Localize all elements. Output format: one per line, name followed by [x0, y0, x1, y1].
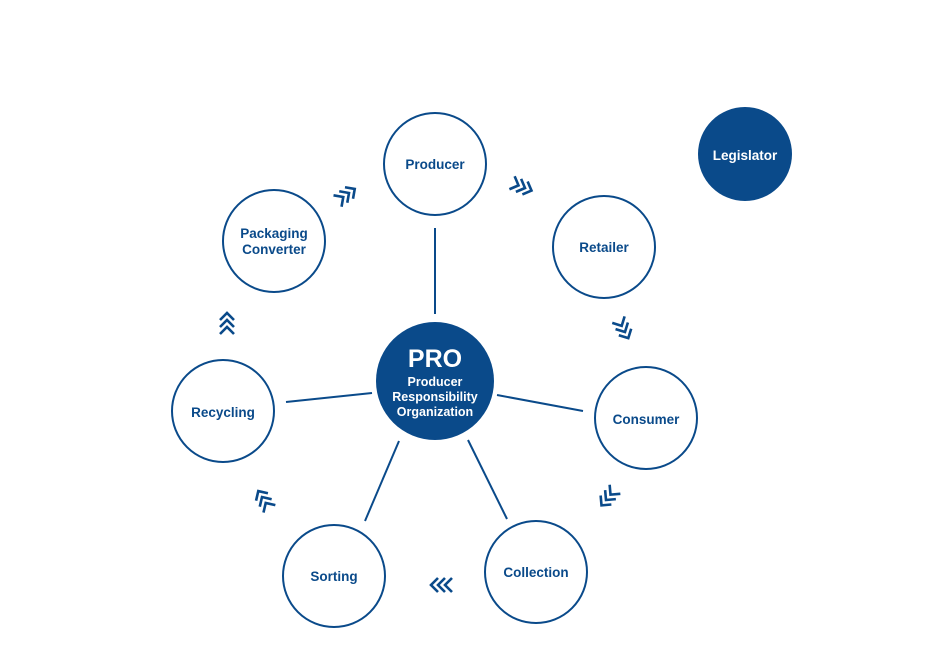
- arrow-consumer-to-collection: [599, 484, 621, 507]
- node-sorting-label: Sorting: [310, 569, 357, 584]
- node-collection-label: Collection: [503, 565, 568, 580]
- node-consumer: Consumer: [594, 366, 698, 470]
- connector-recycling: [285, 392, 373, 403]
- node-retailer-label: Retailer: [579, 240, 629, 255]
- node-packaging-converter: Packaging Converter: [222, 189, 326, 293]
- flow-arrows: [219, 175, 633, 593]
- node-consumer-label: Consumer: [613, 412, 681, 427]
- node-producer-label: Producer: [405, 157, 465, 172]
- connector-collection: [467, 439, 508, 520]
- pro-subtitle-line1: Producer: [408, 375, 463, 389]
- node-pro-center: PRO Producer Responsibility Organization: [376, 322, 494, 440]
- arrow-retailer-to-consumer: [611, 315, 633, 340]
- node-packaging-converter-label-line2: Converter: [242, 242, 307, 257]
- pro-title: PRO: [408, 345, 462, 373]
- connector-sorting: [364, 440, 400, 522]
- arrow-producer-to-retailer: [508, 175, 534, 196]
- node-collection: Collection: [484, 520, 588, 624]
- pro-subtitle-line2: Responsibility: [392, 390, 477, 404]
- node-legislator-label: Legislator: [713, 148, 778, 163]
- node-packaging-converter-label-line1: Packaging: [240, 226, 308, 241]
- node-recycling: Recycling: [171, 359, 275, 463]
- arrow-packaging-to-producer: [333, 185, 357, 207]
- node-recycling-label: Recycling: [191, 405, 255, 420]
- node-producer: Producer: [383, 112, 487, 216]
- arrow-collection-to-sorting: [429, 577, 453, 593]
- arrow-sorting-to-recycling: [254, 489, 276, 513]
- node-legislator: Legislator: [698, 107, 792, 201]
- pro-subtitle-line3: Organization: [397, 405, 473, 419]
- connector-lines: [285, 228, 584, 522]
- node-sorting: Sorting: [282, 524, 386, 628]
- connector-consumer: [496, 394, 584, 412]
- arrow-recycling-to-packaging: [219, 311, 235, 335]
- node-retailer: Retailer: [552, 195, 656, 299]
